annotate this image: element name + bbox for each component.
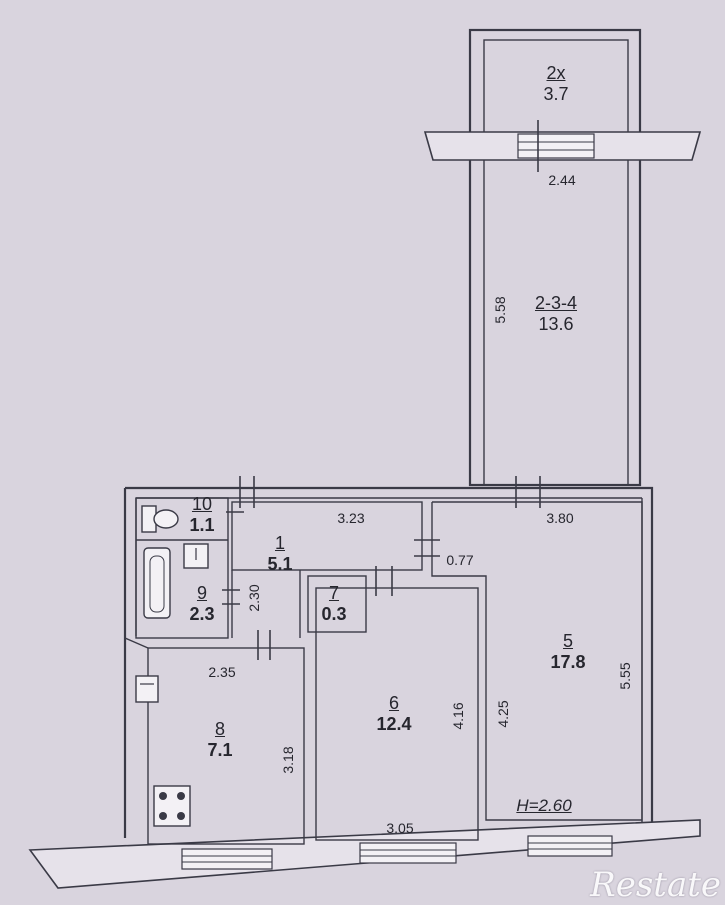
room-2-3-4-label: 2-3-4 13.6 xyxy=(535,293,577,335)
room-number: 6 xyxy=(388,693,400,713)
room-area: 7.1 xyxy=(207,740,233,760)
interior-walls xyxy=(124,476,643,845)
room-area: 13.6 xyxy=(538,314,574,334)
room-number: 9 xyxy=(196,583,207,603)
dimension-label: 2.44 xyxy=(548,172,576,188)
room-number: 7 xyxy=(328,583,339,603)
room-area: 1.1 xyxy=(189,515,215,535)
toilet-icon xyxy=(141,505,179,533)
dimension-label: 2.35 xyxy=(208,664,236,680)
dimension-label: 5.55 xyxy=(617,662,633,690)
room-area: 3.7 xyxy=(543,84,569,104)
room-area: 17.8 xyxy=(550,652,586,672)
room-5-label: 5 17.8 xyxy=(550,631,585,673)
dimension-label: 5.58 xyxy=(492,296,508,324)
room-2x-label: 2x 3.7 xyxy=(543,63,568,105)
stove-icon xyxy=(153,785,191,827)
dimension-label: 3.23 xyxy=(337,510,365,526)
dimension-label: 4.16 xyxy=(450,702,466,730)
room-number: 2-3-4 xyxy=(534,293,578,313)
room-7-label: 7 0.3 xyxy=(321,583,346,625)
room-1-label: 1 5.1 xyxy=(267,533,292,575)
dimension-label: 4.25 xyxy=(495,700,511,728)
room-number: 8 xyxy=(214,719,225,739)
room-9-label: 9 2.3 xyxy=(189,583,214,625)
dimension-label: 3.05 xyxy=(386,820,414,836)
loggia-walls xyxy=(468,28,642,487)
room-number: 5 xyxy=(562,631,574,651)
kitchen-sink-icon xyxy=(135,675,159,703)
room-6-label: 6 12.4 xyxy=(376,693,411,735)
ceiling-height-label: H=2.60 xyxy=(516,796,572,815)
room-area: 0.3 xyxy=(321,604,347,624)
dimension-label: 3.18 xyxy=(280,746,296,774)
restate-logo: Restate xyxy=(590,865,721,905)
bathtub-icon xyxy=(143,547,171,619)
room-area: 5.1 xyxy=(267,554,293,574)
sink-icon xyxy=(183,543,209,569)
room-area: 12.4 xyxy=(376,714,412,734)
balcony-band xyxy=(423,120,702,172)
room-number: 1 xyxy=(274,533,285,553)
dimension-label: 2.30 xyxy=(246,584,262,612)
dimension-label: 3.80 xyxy=(546,510,574,526)
room-number: 2x xyxy=(546,63,566,83)
room-8-label: 8 7.1 xyxy=(207,719,232,761)
room-number: 10 xyxy=(191,494,213,514)
bottom-wall xyxy=(28,819,701,889)
dimension-label: 0.77 xyxy=(446,552,474,568)
room-10-label: 10 1.1 xyxy=(189,494,214,536)
room-area: 2.3 xyxy=(189,604,215,624)
